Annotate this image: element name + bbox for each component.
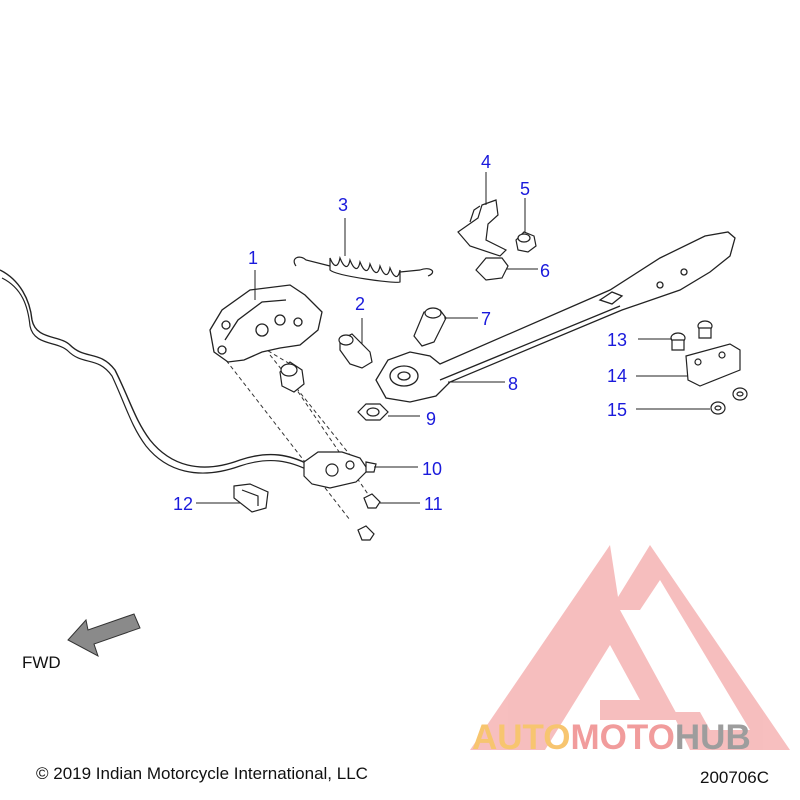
callout-9: 9 [426,409,437,429]
callout-6: 6 [540,261,551,281]
callout-3: 3 [338,195,349,215]
part-6-rubber-stop [475,257,509,281]
callout-10: 10 [422,459,443,479]
part-11-screw [357,493,381,541]
part-15-washers [710,387,748,415]
callout-1: 1 [248,248,259,268]
watermark-logo-icon [470,545,790,750]
callout-12: 12 [173,494,194,514]
watermark-part-hub: HUB [674,718,751,757]
part-2-bolt [338,333,373,369]
callout-4: 4 [481,152,492,172]
callout-13: 13 [607,330,628,350]
watermark-text: AUTOMOTOHUB [472,718,751,758]
part-4-sensor-bracket [457,199,508,257]
diagram-number: 200706C [700,768,770,787]
watermark-part-moto: MOTO [570,718,675,757]
callout-14: 14 [607,366,628,386]
forward-arrow-icon [67,613,141,658]
fwd-label: FWD [22,653,61,672]
callout-2: 2 [355,294,366,314]
part-5-screw [515,231,537,253]
part-1-bracket [209,284,323,363]
callout-5: 5 [520,179,531,199]
callout-8: 8 [508,374,519,394]
part-3-spring [293,255,434,283]
callout-15: 15 [607,400,628,420]
bracket-bolt [279,361,305,393]
part-13-screws [670,320,713,351]
part-10-switch [303,451,377,489]
switch-cable [0,269,311,468]
part-7-pivot-pin [413,307,447,347]
part-14-plate [685,343,741,387]
part-12-connector [233,483,269,513]
callout-7: 7 [481,309,492,329]
copyright-text: © 2019 Indian Motorcycle International, … [36,764,368,783]
watermark-part-auto: AUTO [472,718,571,757]
callout-11: 11 [424,494,443,514]
part-9-nut [357,403,389,421]
part-8-side-stand [375,231,736,403]
